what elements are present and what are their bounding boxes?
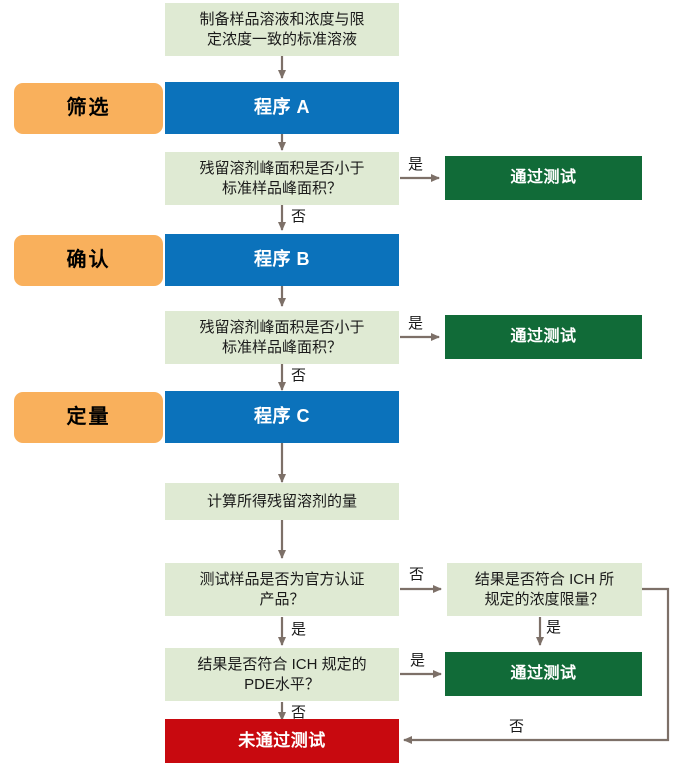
node-procedure-a-label: 程序 A [254, 97, 310, 118]
edge-label-decision-pde-no: 否 [291, 704, 307, 721]
node-decision-pde-line2: PDE水平？ [244, 675, 320, 693]
node-prepare-solutions: 制备样品溶液和浓度与限 定浓度一致的标准溶液 [165, 3, 399, 56]
node-pass-test-b: 通过测试 [445, 315, 642, 359]
edge-label-decision-a-yes: 是 [408, 156, 424, 173]
phase-label-screening: 筛选 [66, 96, 111, 119]
node-decision-pde-line1: 结果是否符合 ICH 规定的 [197, 656, 367, 674]
edge-label-decision-conc-yes: 是 [546, 619, 562, 636]
phase-pill-quantification: 定量 [14, 392, 163, 443]
node-procedure-b-label: 程序 B [254, 249, 310, 270]
node-pass-test-c-label: 通过测试 [510, 664, 577, 682]
node-decision-ich-conc-line2: 规定的浓度限量？ [484, 590, 605, 608]
phase-label-confirmation: 确认 [66, 248, 111, 271]
node-pass-test-b-label: 通过测试 [510, 327, 577, 345]
node-pass-test-a-label: 通过测试 [510, 168, 577, 186]
node-prepare-line1: 制备样品溶液和浓度与限 [199, 11, 365, 29]
node-fail-test: 未通过测试 [165, 719, 399, 763]
edge-label-decision-b-no: 否 [291, 367, 307, 384]
node-decision-ich-pde: 结果是否符合 ICH 规定的 PDE水平？ [165, 648, 399, 701]
node-procedure-a: 程序 A [165, 82, 399, 134]
node-decision-b-line1: 残留溶剂峰面积是否小于 [199, 319, 365, 337]
node-pass-test-a: 通过测试 [445, 156, 642, 200]
node-decision-official-product: 测试样品是否为官方认证 产品？ [165, 563, 399, 616]
phase-pill-confirmation: 确认 [14, 235, 163, 286]
node-decision-a: 残留溶剂峰面积是否小于 标准样品峰面积？ [165, 152, 399, 205]
edge-label-decision-pde-yes: 是 [410, 652, 426, 669]
node-calculate-amount: 计算所得残留溶剂的量 [165, 483, 399, 520]
node-decision-ich-concentration: 结果是否符合 ICH 所 规定的浓度限量？ [447, 563, 642, 616]
node-calculate-amount-label: 计算所得残留溶剂的量 [206, 492, 357, 510]
node-pass-test-c: 通过测试 [445, 652, 642, 696]
edge-label-decision-conc-no: 否 [509, 718, 525, 735]
node-procedure-c-label: 程序 C [254, 406, 310, 427]
node-decision-b: 残留溶剂峰面积是否小于 标准样品峰面积？ [165, 311, 399, 364]
node-prepare-line2: 定浓度一致的标准溶液 [206, 30, 357, 48]
phase-label-quantification: 定量 [66, 405, 111, 428]
node-decision-official-line2: 产品？ [259, 590, 305, 608]
node-procedure-c: 程序 C [165, 391, 399, 443]
node-decision-a-line1: 残留溶剂峰面积是否小于 [199, 160, 365, 178]
node-decision-official-line1: 测试样品是否为官方认证 [199, 571, 365, 589]
edge-label-decision-a-no: 否 [291, 208, 307, 225]
phase-pill-screening: 筛选 [14, 83, 163, 134]
node-fail-test-label: 未通过测试 [238, 731, 326, 751]
edge-label-decision-official-yes: 是 [291, 621, 307, 638]
node-decision-b-line2: 标准样品峰面积？ [221, 338, 342, 356]
node-decision-ich-conc-line1: 结果是否符合 ICH 所 [474, 571, 615, 589]
edge-label-decision-b-yes: 是 [408, 315, 424, 332]
node-procedure-b: 程序 B [165, 234, 399, 286]
node-decision-a-line2: 标准样品峰面积？ [221, 179, 342, 197]
edge-label-decision-official-no: 否 [409, 566, 425, 583]
